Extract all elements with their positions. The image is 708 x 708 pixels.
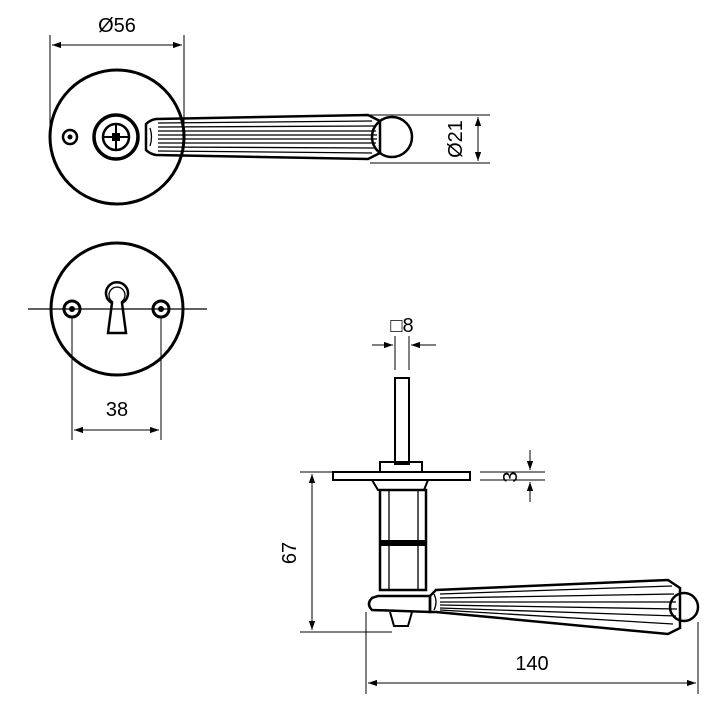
escutcheon-view — [28, 241, 207, 377]
dimension-spindle-square: □8 — [372, 315, 436, 370]
plate-thickness-label: 3 — [500, 471, 522, 482]
screw-hole-left-icon — [62, 299, 82, 319]
hole-spacing-label: 38 — [106, 399, 128, 421]
side-lever-flutes — [433, 585, 678, 625]
lever-length-label: 140 — [515, 653, 548, 675]
rose-circle — [48, 68, 186, 206]
rose-diameter-label: Ø56 — [98, 15, 136, 37]
keyhole-icon — [104, 280, 130, 335]
lever-hub — [367, 594, 432, 614]
spindle-square-label: □8 — [390, 315, 413, 337]
screw-hole-right-icon — [151, 299, 171, 319]
lever-flutes — [149, 120, 377, 154]
dimension-knob-diameter: Ø21 — [370, 114, 490, 164]
height-label: 67 — [279, 542, 301, 564]
screw-hole-left-inner — [67, 134, 73, 140]
side-lever-body — [428, 578, 682, 636]
top-view-lever — [48, 68, 414, 206]
lever-knob — [370, 115, 414, 159]
dimension-lever-length: 140 — [365, 612, 699, 694]
dimension-rose-diameter: Ø56 — [49, 15, 185, 135]
spindle-boss — [92, 113, 140, 161]
spindle-boss-inner — [101, 122, 131, 152]
neck-band — [380, 540, 426, 546]
dimension-height: 67 — [279, 471, 392, 633]
dimension-hole-spacing: 38 — [71, 318, 162, 440]
rose-plate — [332, 471, 471, 481]
side-view — [332, 377, 700, 636]
side-lever-knob — [668, 591, 700, 623]
dimension-plate-thickness: 3 — [480, 450, 545, 502]
screw-hole-left — [61, 128, 79, 146]
knob-diameter-label: Ø21 — [445, 120, 467, 158]
spindle — [394, 377, 410, 465]
